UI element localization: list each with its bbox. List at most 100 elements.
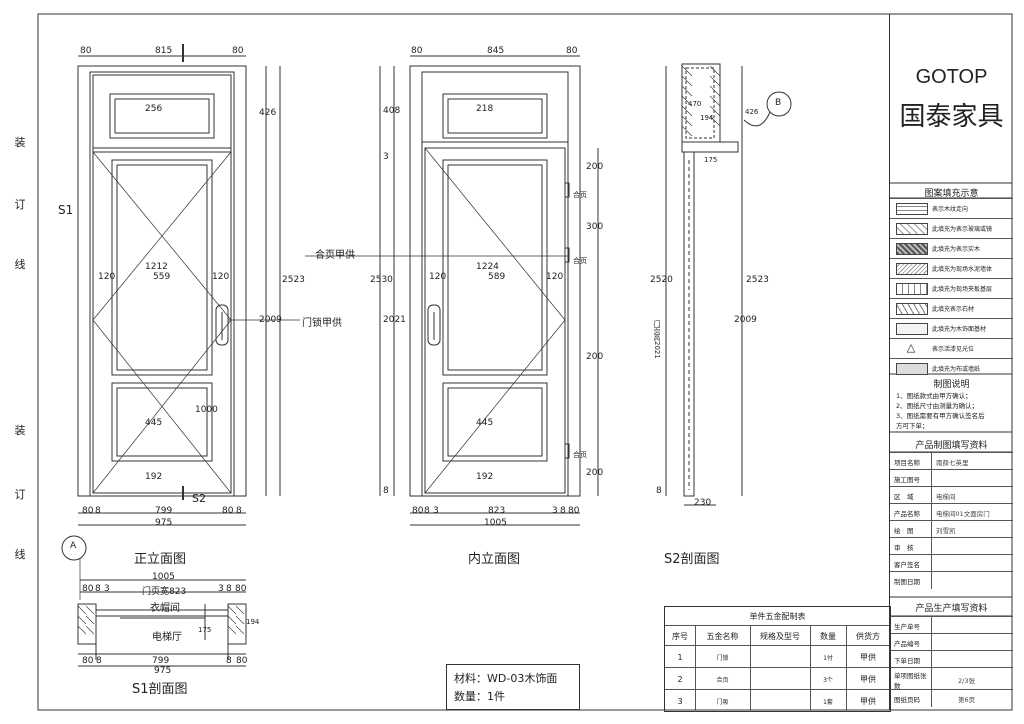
info-row: 产品编号 bbox=[890, 633, 1013, 651]
s1-room-label: 衣帽间 bbox=[150, 603, 180, 614]
s2-dim: 426 bbox=[745, 108, 759, 116]
legend-text: 表示活漆见光位 bbox=[932, 346, 975, 353]
table-cell bbox=[750, 690, 810, 712]
note-line: 1、图纸款式由甲方确认； bbox=[896, 392, 972, 400]
legend-text: 此填充为现场夹板基层 bbox=[932, 286, 993, 293]
s1-room-label: 电梯厅 bbox=[152, 632, 182, 643]
legend-row: 此填充为现场夹板基层 bbox=[890, 278, 1013, 299]
cement-pattern-swatch bbox=[896, 263, 928, 275]
legend-row: 此填充为布或墙纸 bbox=[890, 358, 1013, 379]
inner-center-dim: 192 bbox=[476, 472, 494, 482]
table-cell: 1付 bbox=[823, 654, 833, 662]
s2-dim: 2523 bbox=[746, 275, 769, 285]
hardware-table: 单件五金配制表 序号 五金名称 规格及型号 数量 供货方 1 门锁 1付 甲供 … bbox=[664, 606, 891, 712]
s1-dim: 80 bbox=[235, 584, 247, 594]
binding-mark: 线 bbox=[14, 258, 26, 271]
table-cell: 2 bbox=[677, 674, 683, 684]
legend-text: 此填充为表示玻璃或镜 bbox=[932, 226, 993, 233]
plywood-pattern-swatch bbox=[896, 283, 928, 295]
legend-row: △ 表示活漆见光位 bbox=[890, 338, 1013, 359]
table-row: 2 合页 3个 甲供 bbox=[665, 667, 890, 690]
legend-text: 此填充为木饰面基材 bbox=[932, 326, 987, 333]
section-hatching bbox=[77, 65, 721, 635]
s1-dim: 8 bbox=[226, 584, 232, 594]
table-row: 3 门吸 1套 甲供 bbox=[665, 689, 890, 712]
table-cell: 甲供 bbox=[860, 674, 876, 684]
info-key: 产品名称 bbox=[894, 510, 920, 518]
inner-top-dim: 80 bbox=[411, 46, 423, 56]
table-cell: 合页 bbox=[716, 676, 729, 684]
inner-bottom-dim: 823 bbox=[488, 506, 506, 516]
s1-dim: 3 bbox=[104, 584, 110, 594]
inner-top-dim: 845 bbox=[487, 46, 505, 56]
glass-pattern-swatch bbox=[896, 223, 928, 235]
legend-text: 此填充表示石材 bbox=[932, 306, 975, 313]
info-key: 客户签名 bbox=[894, 561, 920, 569]
info-value: 电梯间01文面房门 bbox=[936, 510, 990, 518]
front-inner-dim: 120 bbox=[98, 272, 116, 282]
legend-row: 此填充表示石材 bbox=[890, 298, 1013, 319]
info-key: 生产单号 bbox=[894, 623, 920, 631]
hardware-table-header: 序号 五金名称 规格及型号 数量 供货方 bbox=[665, 625, 890, 646]
info-row: 生产单号 bbox=[890, 616, 1013, 634]
inner-bottom-dim: 8 bbox=[424, 506, 430, 516]
inner-overall-width: 1005 bbox=[484, 518, 507, 528]
hinge-callout: 合页甲供 bbox=[315, 250, 355, 261]
note-line: 3、图纸需要有甲方确认签名后 bbox=[896, 412, 985, 420]
table-cell: 门吸 bbox=[716, 698, 729, 706]
base-material-pattern-swatch bbox=[896, 323, 928, 335]
front-overall-width: 975 bbox=[155, 518, 173, 528]
front-inner-dim: 1000 bbox=[195, 405, 218, 415]
s1-dim: 80 bbox=[82, 656, 94, 666]
info-row: 绘 图刘雪凯 bbox=[890, 520, 1013, 538]
lock-callout: 门锁甲供 bbox=[302, 318, 342, 329]
info-key: 施工图号 bbox=[894, 476, 920, 484]
s1-section bbox=[61, 535, 247, 667]
s2-dim: 175 bbox=[704, 156, 718, 164]
table-cell bbox=[750, 646, 810, 668]
inner-left-dim: 2021 bbox=[383, 315, 406, 325]
s2-dim: 194 bbox=[700, 114, 714, 122]
legend-row: 此填充为木饰面基材 bbox=[890, 318, 1013, 339]
front-top-dim: 815 bbox=[155, 46, 173, 56]
info-value: 刘雪凯 bbox=[936, 527, 956, 535]
front-inner-dim: 559 bbox=[153, 272, 171, 282]
front-inner-dim: 120 bbox=[212, 272, 230, 282]
inner-inner-dim: 589 bbox=[488, 272, 506, 282]
legend-row: 表示木纹走向 bbox=[890, 198, 1013, 219]
info-row: 施工图号 bbox=[890, 469, 1013, 487]
info-row: 客户签名 bbox=[890, 554, 1013, 572]
s1-dim: 3 bbox=[218, 584, 224, 594]
hardware-table-title: 单件五金配制表 bbox=[749, 611, 806, 621]
inner-center-dim: 218 bbox=[476, 104, 494, 114]
s1-dim: 80 bbox=[236, 656, 248, 666]
info-row: 审 核 bbox=[890, 537, 1013, 555]
front-left-dim: 445 bbox=[145, 418, 163, 428]
s2-dim: 2520 bbox=[650, 275, 673, 285]
inner-center-dim: 1224 bbox=[476, 262, 499, 272]
header-cell: 数量 bbox=[820, 631, 836, 641]
front-bottom-dim: 80 bbox=[222, 506, 234, 516]
front-bottom-dim: 8 bbox=[236, 506, 242, 516]
front-right-dim: 2009 bbox=[259, 315, 282, 325]
binding-mark: 线 bbox=[14, 548, 26, 561]
inner-right-dim: 200 bbox=[586, 162, 604, 172]
legend-title: 图案填充示意 bbox=[924, 189, 979, 199]
hinge-label: 合页 bbox=[573, 451, 587, 459]
stone-pattern-swatch bbox=[896, 303, 928, 315]
header-cell: 序号 bbox=[672, 631, 688, 641]
production-info-title: 产品生产填写资料 bbox=[915, 604, 988, 614]
table-row: 1 门锁 1付 甲供 bbox=[665, 645, 890, 668]
s2-view-title: S2剖面图 bbox=[664, 552, 720, 567]
s1-dim: 8 bbox=[96, 656, 102, 666]
hinge-label: 合页 bbox=[573, 257, 587, 265]
info-value: 南薛七英里 bbox=[936, 459, 969, 467]
binding-mark: 订 bbox=[14, 198, 26, 211]
front-right-dim: 2523 bbox=[282, 275, 305, 285]
info-key: 项目名称 bbox=[894, 459, 920, 467]
inner-right-dim: 200 bbox=[586, 352, 604, 362]
inner-left-dim: 8 bbox=[383, 486, 389, 496]
table-cell bbox=[750, 668, 810, 690]
section-mark-s1: S1 bbox=[58, 203, 74, 217]
